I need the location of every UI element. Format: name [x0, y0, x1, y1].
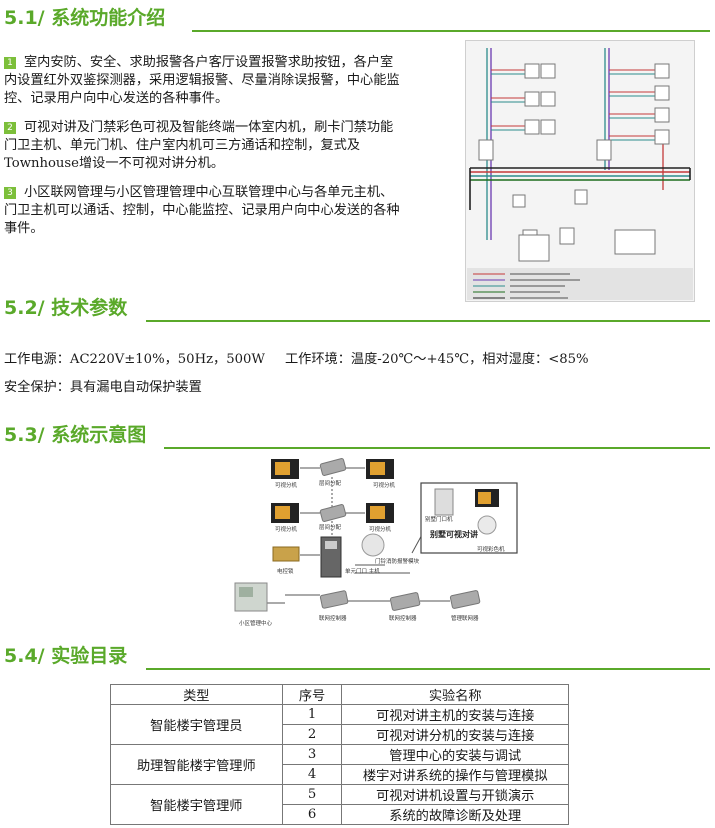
lock-unit	[272, 546, 300, 562]
diagram-label: 层间分配	[319, 523, 342, 531]
number-cell: 1	[281, 704, 343, 725]
name-cell: 可视对讲主机的安装与连接	[341, 704, 569, 725]
name-cell: 楼宇对讲系统的操作与管理模拟	[341, 764, 569, 785]
number-cell: 2	[281, 724, 343, 745]
section-rule	[164, 447, 710, 449]
diagram-label: 可视分机	[373, 481, 396, 489]
diagram-label: 电控锁	[277, 567, 294, 575]
feature-text: 小区联网管理与小区管理管理中心互联管理中心与各单元主机、门卫主机可以通话、控制，…	[4, 185, 400, 236]
section-heading-schematic: 5.3/ 系统示意图	[4, 419, 710, 449]
section-heading-function: 5.1/ 系统功能介绍	[4, 2, 710, 32]
diagram-label: 单元门口 主机	[345, 567, 380, 575]
alarm-module-unit	[361, 533, 385, 557]
diagram-label: 可视分机	[369, 525, 392, 533]
table-row: 6 系统的故障诊断及处理	[111, 804, 569, 825]
feature-number-badge: 2	[4, 122, 16, 134]
spec-safety: 安全保护：具有漏电自动保护装置	[4, 380, 202, 395]
type-cell: 智能楼宇管理师	[110, 784, 283, 825]
section-rule	[146, 320, 710, 322]
diagram-label: 可视分机	[275, 481, 298, 489]
name-cell: 管理中心的安装与调试	[341, 744, 569, 765]
spec-power: 工作电源：AC220V±10%，50Hz，500W	[4, 352, 265, 367]
spec-environment: 工作环境：温度-20℃～+45℃，相对湿度：<85%	[285, 352, 589, 367]
section-title: 5.4/ 实验目录	[4, 645, 128, 667]
column-header-type: 类型	[110, 684, 283, 705]
type-cell: 助理智能楼宇管理师	[110, 744, 283, 785]
section-title: 5.3/ 系统示意图	[4, 424, 147, 446]
number-cell: 4	[281, 764, 343, 785]
feature-number-badge: 3	[4, 187, 16, 199]
diagram-label: 联网控制器	[319, 614, 347, 622]
diagram-label: 联网控制器	[389, 614, 417, 622]
experiment-table: 类型 序号 实验名称 智能楼宇管理员 1 可视对讲主机的安装与连接 2 可视对讲…	[110, 684, 569, 825]
number-cell: 6	[281, 804, 343, 825]
number-cell: 3	[281, 744, 343, 765]
number-cell: 5	[281, 784, 343, 805]
bus-lines	[469, 167, 691, 210]
table-row: 智能楼宇管理师 5 可视对讲机设置与开锁演示	[110, 784, 569, 825]
diagram-label: 管理联网器	[451, 614, 479, 622]
diagram-label: 别墅门口机	[425, 515, 453, 523]
splitter-units	[319, 458, 481, 611]
schematic-labels: 可视分机 层间分配 可视分机 可视分机 层间分配 可视分机 电控锁 单元门口 主…	[239, 479, 505, 627]
name-cell: 系统的故障诊断及处理	[341, 804, 569, 825]
table-row: 助理智能楼宇管理师 3 管理中心的安装与调试	[110, 744, 569, 785]
diagram-label: 别墅可视对讲	[429, 529, 478, 539]
diagram-legend	[467, 268, 693, 300]
section-title: 5.2/ 技术参数	[4, 297, 128, 319]
diagram-label: 小区管理中心	[239, 619, 273, 627]
section-heading-experiments: 5.4/ 实验目录	[4, 640, 710, 670]
name-cell: 可视对讲分机的安装与连接	[341, 724, 569, 745]
table-header-row: 类型 序号 实验名称	[110, 684, 569, 705]
feature-text: 可视对讲及门禁彩色可视及智能终端一体室内机，刷卡门禁功能门卫主机、单元门机、住户…	[4, 120, 394, 171]
diagram-label: 门铃消防报警模块	[375, 557, 420, 565]
table-row: 智能楼宇管理员 1 可视对讲主机的安装与连接	[110, 704, 569, 745]
system-schematic-figure: 可视分机 层间分配 可视分机 可视分机 层间分配 可视分机 电控锁 单元门口 主…	[234, 458, 518, 627]
section-heading-specs: 5.2/ 技术参数	[4, 292, 710, 322]
device-boxes	[478, 63, 670, 262]
section-rule	[192, 30, 710, 32]
type-cell: 智能楼宇管理员	[110, 704, 283, 745]
section-title: 5.1/ 系统功能介绍	[4, 7, 166, 29]
diagram-label: 可视分机	[275, 525, 298, 533]
monitor-units	[271, 459, 394, 523]
feature-text: 室内安防、安全、求助报警各户客厅设置报警求助按钮，各户室内设置红外双鉴探测器，采…	[4, 55, 400, 106]
diagram-label: 层间分配	[319, 479, 342, 487]
wiring-diagram-figure	[465, 40, 695, 302]
floor-branches	[491, 69, 655, 141]
name-cell: 可视对讲机设置与开锁演示	[341, 784, 569, 805]
column-header-number: 序号	[281, 684, 343, 705]
column-header-name: 实验名称	[341, 684, 569, 705]
diagram-label: 可视彩色机	[477, 545, 505, 553]
section-rule	[146, 668, 710, 670]
feature-number-badge: 1	[4, 57, 16, 69]
table-row: 4 楼宇对讲系统的操作与管理模拟	[111, 764, 569, 785]
